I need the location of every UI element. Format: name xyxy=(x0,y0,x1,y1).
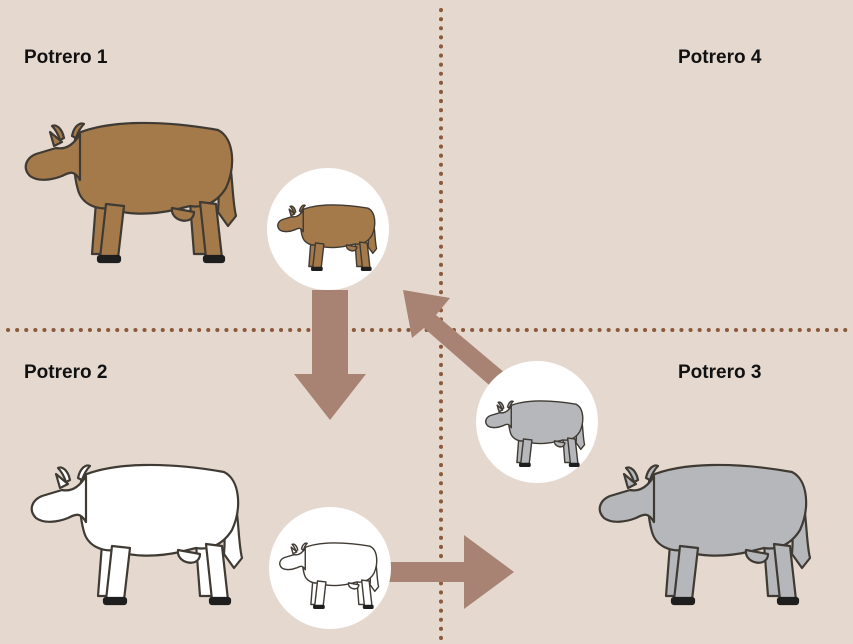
paddock-label-3: Potrero 3 xyxy=(678,362,761,384)
cow-icon-gray xyxy=(600,465,810,604)
paddock-label-1: Potrero 1 xyxy=(24,47,107,69)
cow-icon-brown xyxy=(26,123,236,262)
cow-icon-white xyxy=(32,465,242,604)
paddock-label-2: Potrero 2 xyxy=(24,362,107,384)
arrow-icon-right xyxy=(388,535,514,609)
paddock-label-4: Potrero 4 xyxy=(678,47,761,69)
arrow-icon-down xyxy=(294,290,366,420)
